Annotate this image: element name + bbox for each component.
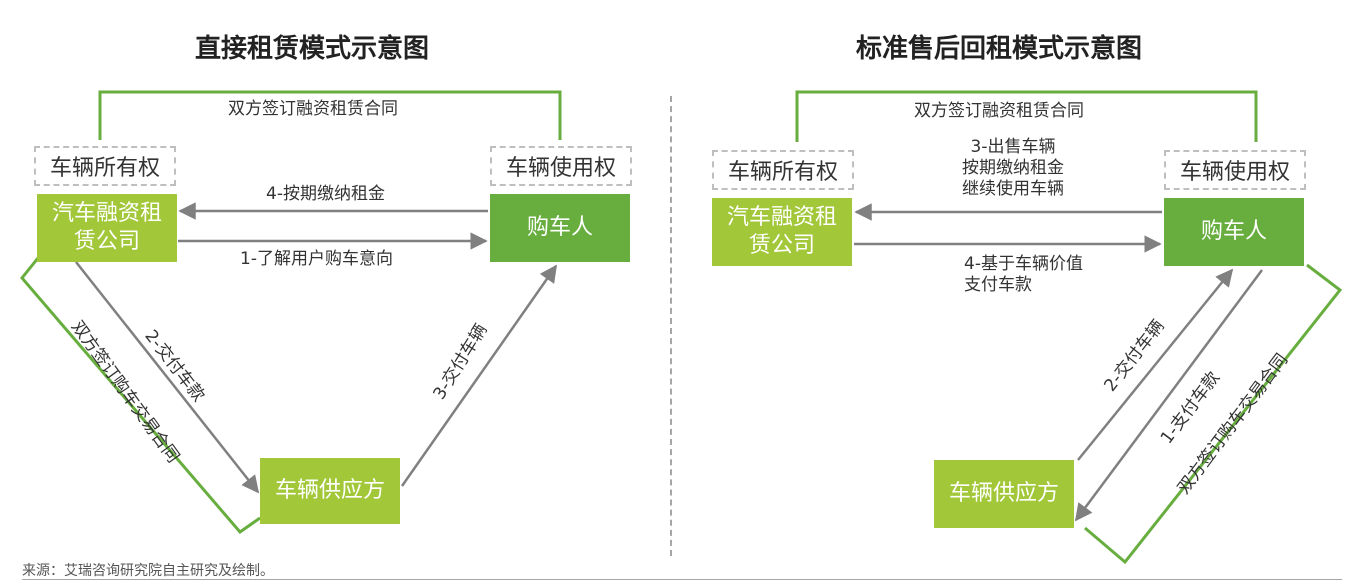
- left-ownership-label: 车辆所有权: [49, 156, 160, 181]
- right-ownership-label: 车辆所有权: [727, 160, 838, 185]
- center-divider: [670, 96, 672, 556]
- left-ownership-box: 车辆所有权: [34, 146, 176, 186]
- left-arrow-2: [75, 261, 260, 494]
- right-top-contract-label: 双方签订融资租赁合同: [914, 101, 1084, 121]
- left-diagram-title: 直接租赁模式示意图: [195, 34, 430, 64]
- left-flow-1-label: 1-了解用户购车意向: [240, 249, 393, 269]
- right-supplier-node: 车辆供应方: [934, 460, 1074, 528]
- left-supplier-label: 车辆供应方: [274, 478, 385, 503]
- right-arrow-2: [1077, 268, 1234, 461]
- left-company-line-2: 赁公司: [73, 229, 140, 254]
- left-supplier-node: 车辆供应方: [260, 458, 400, 524]
- right-flow-3-line-3: 继续使用车辆: [962, 179, 1064, 199]
- right-ownership-box: 车辆所有权: [712, 150, 854, 190]
- right-buyer-node: 购车人: [1164, 198, 1304, 266]
- left-top-contract-line: [98, 90, 562, 140]
- right-flow-3-line-1: 3-出售车辆: [970, 137, 1056, 157]
- right-usage-right-box: 车辆使用权: [1164, 150, 1306, 190]
- right-buyer-label: 购车人: [1200, 219, 1267, 244]
- right-supplier-label: 车辆供应方: [948, 481, 1059, 506]
- left-arrow-3: [400, 264, 558, 487]
- right-leasing-company-node: 汽车融资租 赁公司: [712, 198, 852, 266]
- right-flow-4-label: 4-基于车辆价值 支付车款: [964, 254, 1083, 296]
- right-flow-3-label: 3-出售车辆 按期缴纳租金 继续使用车辆: [962, 137, 1064, 200]
- right-company-line-2: 赁公司: [748, 233, 815, 258]
- left-buyer-node: 购车人: [490, 194, 630, 262]
- right-flow-4-line-2: 支付车款: [964, 275, 1032, 295]
- right-flow-4-line-1: 4-基于车辆价值: [964, 254, 1083, 274]
- left-usage-right-box: 车辆使用权: [490, 146, 632, 186]
- left-side-contract-line: [20, 257, 261, 535]
- right-top-contract-line: [795, 90, 1258, 142]
- right-diagram-title: 标准售后回租模式示意图: [856, 34, 1143, 64]
- left-company-line-1: 汽车融资租: [51, 201, 162, 226]
- left-buyer-label: 购车人: [526, 215, 593, 240]
- left-leasing-company-node: 汽车融资租 赁公司: [37, 194, 177, 262]
- right-side-contract-line: [1084, 263, 1343, 565]
- right-arrow-1: [1074, 269, 1264, 522]
- right-usage-right-label: 车辆使用权: [1179, 160, 1290, 185]
- footer-rule: [22, 579, 1342, 580]
- left-usage-right-label: 车辆使用权: [505, 156, 616, 181]
- source-note: 来源：艾瑞咨询研究院自主研究及绘制。: [22, 563, 274, 579]
- right-flow-3-line-2: 按期缴纳租金: [962, 158, 1064, 178]
- left-top-contract-label: 双方签订融资租赁合同: [228, 99, 398, 119]
- left-flow-4-label: 4-按期缴纳租金: [266, 184, 385, 204]
- right-company-line-1: 汽车融资租: [726, 205, 837, 230]
